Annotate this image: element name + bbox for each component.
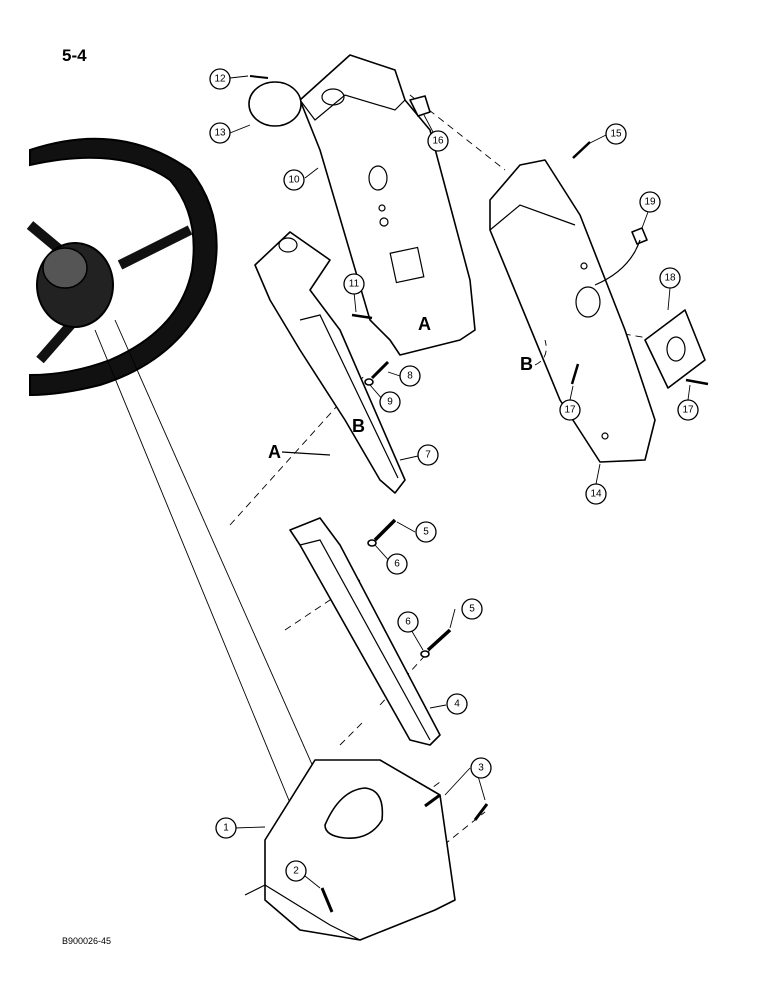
callout-18: 18 — [659, 267, 681, 289]
callout-label-7: 7 — [425, 450, 431, 461]
steering-wheel — [26, 137, 218, 397]
part-19-connector — [594, 227, 648, 286]
column-line-left — [94, 329, 296, 816]
callout-4: 4 — [446, 693, 468, 715]
part-5-bolt-lower — [426, 628, 452, 652]
callout-5-upper: 5 — [415, 521, 437, 543]
callout-label-4: 4 — [454, 699, 460, 710]
part-17-screw-left — [570, 363, 580, 385]
callout-9: 9 — [379, 391, 401, 413]
part-5-bolt-upper — [373, 518, 397, 542]
callout-label-12: 12 — [214, 74, 226, 85]
callout-1: 1 — [215, 817, 237, 839]
callout-label-3: 3 — [478, 763, 484, 774]
part-8-bolt — [370, 360, 390, 380]
column-line-right — [114, 319, 331, 806]
callout-8: 8 — [399, 365, 421, 387]
reference-letter-a-upper: A — [418, 314, 431, 334]
leader-b-right — [534, 339, 547, 366]
callout-label-1: 1 — [223, 823, 229, 834]
callout-6-upper: 6 — [386, 553, 408, 575]
callout-label-6-upper: 6 — [394, 559, 400, 570]
part-7-bracket — [254, 231, 406, 494]
callout-label-16: 16 — [432, 136, 444, 147]
callout-3: 3 — [470, 757, 492, 779]
dash-line-4 — [339, 719, 366, 746]
dash-line-7 — [409, 94, 506, 171]
callout-leaders — [229, 75, 691, 889]
part-3-screw-upper — [424, 793, 441, 808]
part-10-upper-panel — [299, 54, 476, 356]
callout-11: 11 — [343, 273, 365, 295]
reference-letter-b-left: B — [352, 416, 365, 436]
part-6-washer-lower — [420, 650, 430, 658]
callout-19: 19 — [639, 191, 661, 213]
callout-15: 15 — [605, 123, 627, 145]
callout-7: 7 — [417, 444, 439, 466]
callout-label-19: 19 — [644, 197, 656, 208]
callout-label-11: 11 — [349, 279, 360, 290]
part-16-clip — [409, 95, 431, 117]
callout-label-17-left: 17 — [564, 405, 576, 416]
callout-label-17-right: 17 — [682, 405, 694, 416]
page-number: 5-4 — [62, 46, 87, 65]
figure-code: B900026-45 — [62, 936, 112, 946]
part-4-channel — [289, 517, 441, 746]
callout-12: 12 — [209, 68, 231, 90]
callout-label-13: 13 — [214, 128, 226, 139]
part-15-screw — [572, 141, 591, 159]
callout-label-5-upper: 5 — [423, 527, 429, 538]
callout-13: 13 — [209, 122, 231, 144]
part-17-screw-right — [685, 378, 709, 386]
part-12-screw — [249, 75, 269, 79]
callout-label-2: 2 — [293, 866, 299, 877]
callout-label-10: 10 — [288, 175, 300, 186]
callout-label-8: 8 — [407, 371, 413, 382]
callout-label-15: 15 — [610, 129, 622, 140]
callout-16: 16 — [427, 130, 449, 152]
part-1-base-housing — [244, 759, 456, 941]
reference-letter-b-right: B — [520, 354, 533, 374]
part-11-screw — [351, 313, 373, 320]
part-3-screw-lower — [473, 803, 489, 821]
callout-14: 14 — [585, 483, 607, 505]
part-6-washer-upper — [367, 539, 377, 547]
callout-label-5-lower: 5 — [469, 604, 475, 615]
part-14-side-panel — [489, 159, 656, 463]
reference-letter-a-lower: A — [268, 442, 281, 462]
callout-label-6-lower: 6 — [405, 617, 411, 628]
callout-label-14: 14 — [590, 489, 602, 500]
callout-5-lower: 5 — [461, 598, 483, 620]
leader-a-lower — [281, 451, 331, 456]
callout-label-18: 18 — [664, 273, 676, 284]
callout-label-9: 9 — [387, 397, 393, 408]
part-18-switch-plate — [644, 309, 706, 389]
part-2-screw — [320, 887, 334, 913]
callout-10: 10 — [283, 169, 305, 191]
part-9-washer — [364, 378, 374, 386]
callout-2: 2 — [285, 860, 307, 882]
callout-17-left: 17 — [559, 399, 581, 421]
callout-17-right: 17 — [677, 399, 699, 421]
part-13-cover-disc — [248, 81, 302, 127]
callout-6-lower: 6 — [397, 611, 419, 633]
